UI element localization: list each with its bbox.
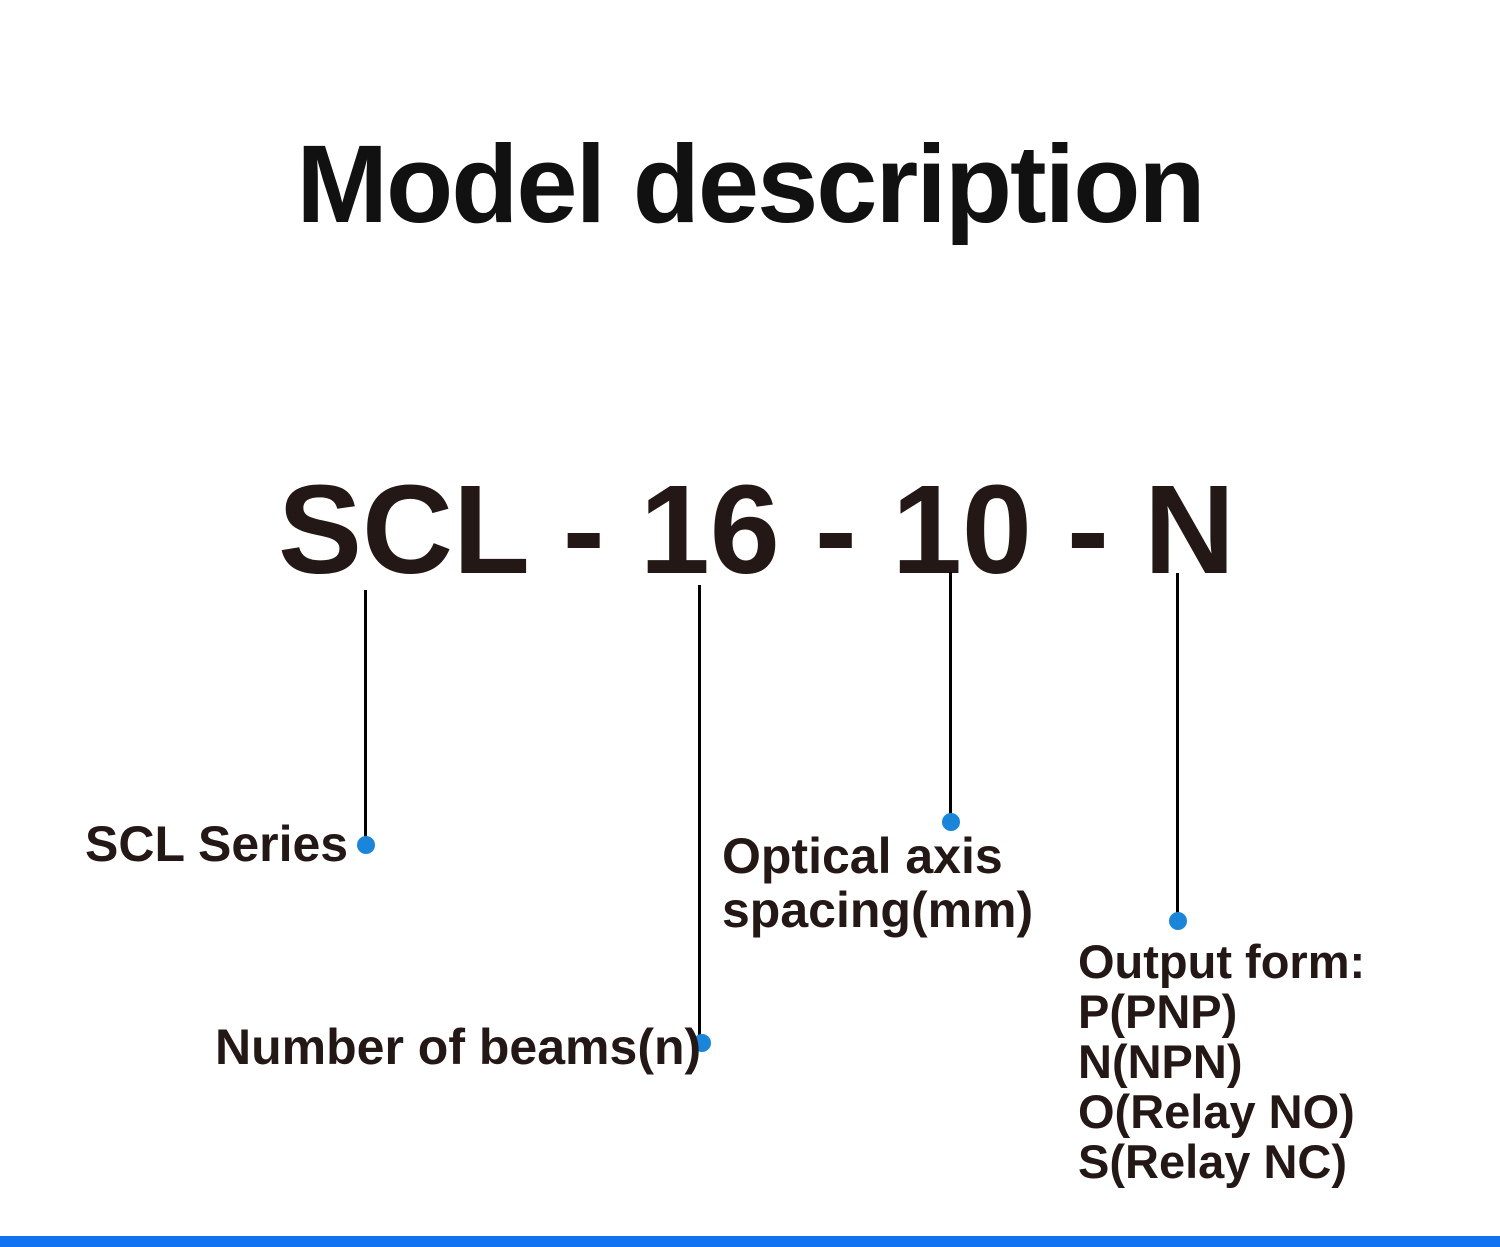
label-output-option-relay-no: O(Relay NO)	[1078, 1085, 1355, 1138]
label-output-form-title: Output form:	[1078, 935, 1366, 988]
marker-dot-series	[357, 836, 375, 854]
connector-line-series	[364, 590, 367, 845]
marker-dot-output	[1169, 912, 1187, 930]
connector-line-output	[1176, 573, 1179, 915]
label-output-option-relay-nc: S(Relay NC)	[1078, 1135, 1348, 1188]
label-scl-series: SCL Series	[85, 816, 349, 872]
bottom-accent-bar	[0, 1236, 1500, 1247]
label-number-of-beams: Number of beams(n)	[215, 1019, 702, 1075]
marker-dot-optical	[942, 813, 960, 831]
connector-line-beams	[698, 585, 701, 1035]
label-output-option-npn: N(NPN)	[1078, 1035, 1243, 1088]
page-title: Model description	[296, 123, 1205, 246]
connector-line-optical	[949, 572, 952, 815]
model-code-text: SCL - 16 - 10 - N	[278, 459, 1235, 600]
label-optical-axis-line2: spacing(mm)	[722, 882, 1034, 938]
label-optical-axis-line1: Optical axis	[722, 828, 1003, 884]
label-output-option-pnp: P(PNP)	[1078, 985, 1238, 1038]
label-optical-axis-spacing: Optical axis spacing(mm)	[722, 829, 1033, 937]
label-output-form-block: Output form: P(PNP) N(NPN) O(Relay NO) S…	[1078, 937, 1365, 1187]
marker-dot-beams	[693, 1034, 711, 1052]
